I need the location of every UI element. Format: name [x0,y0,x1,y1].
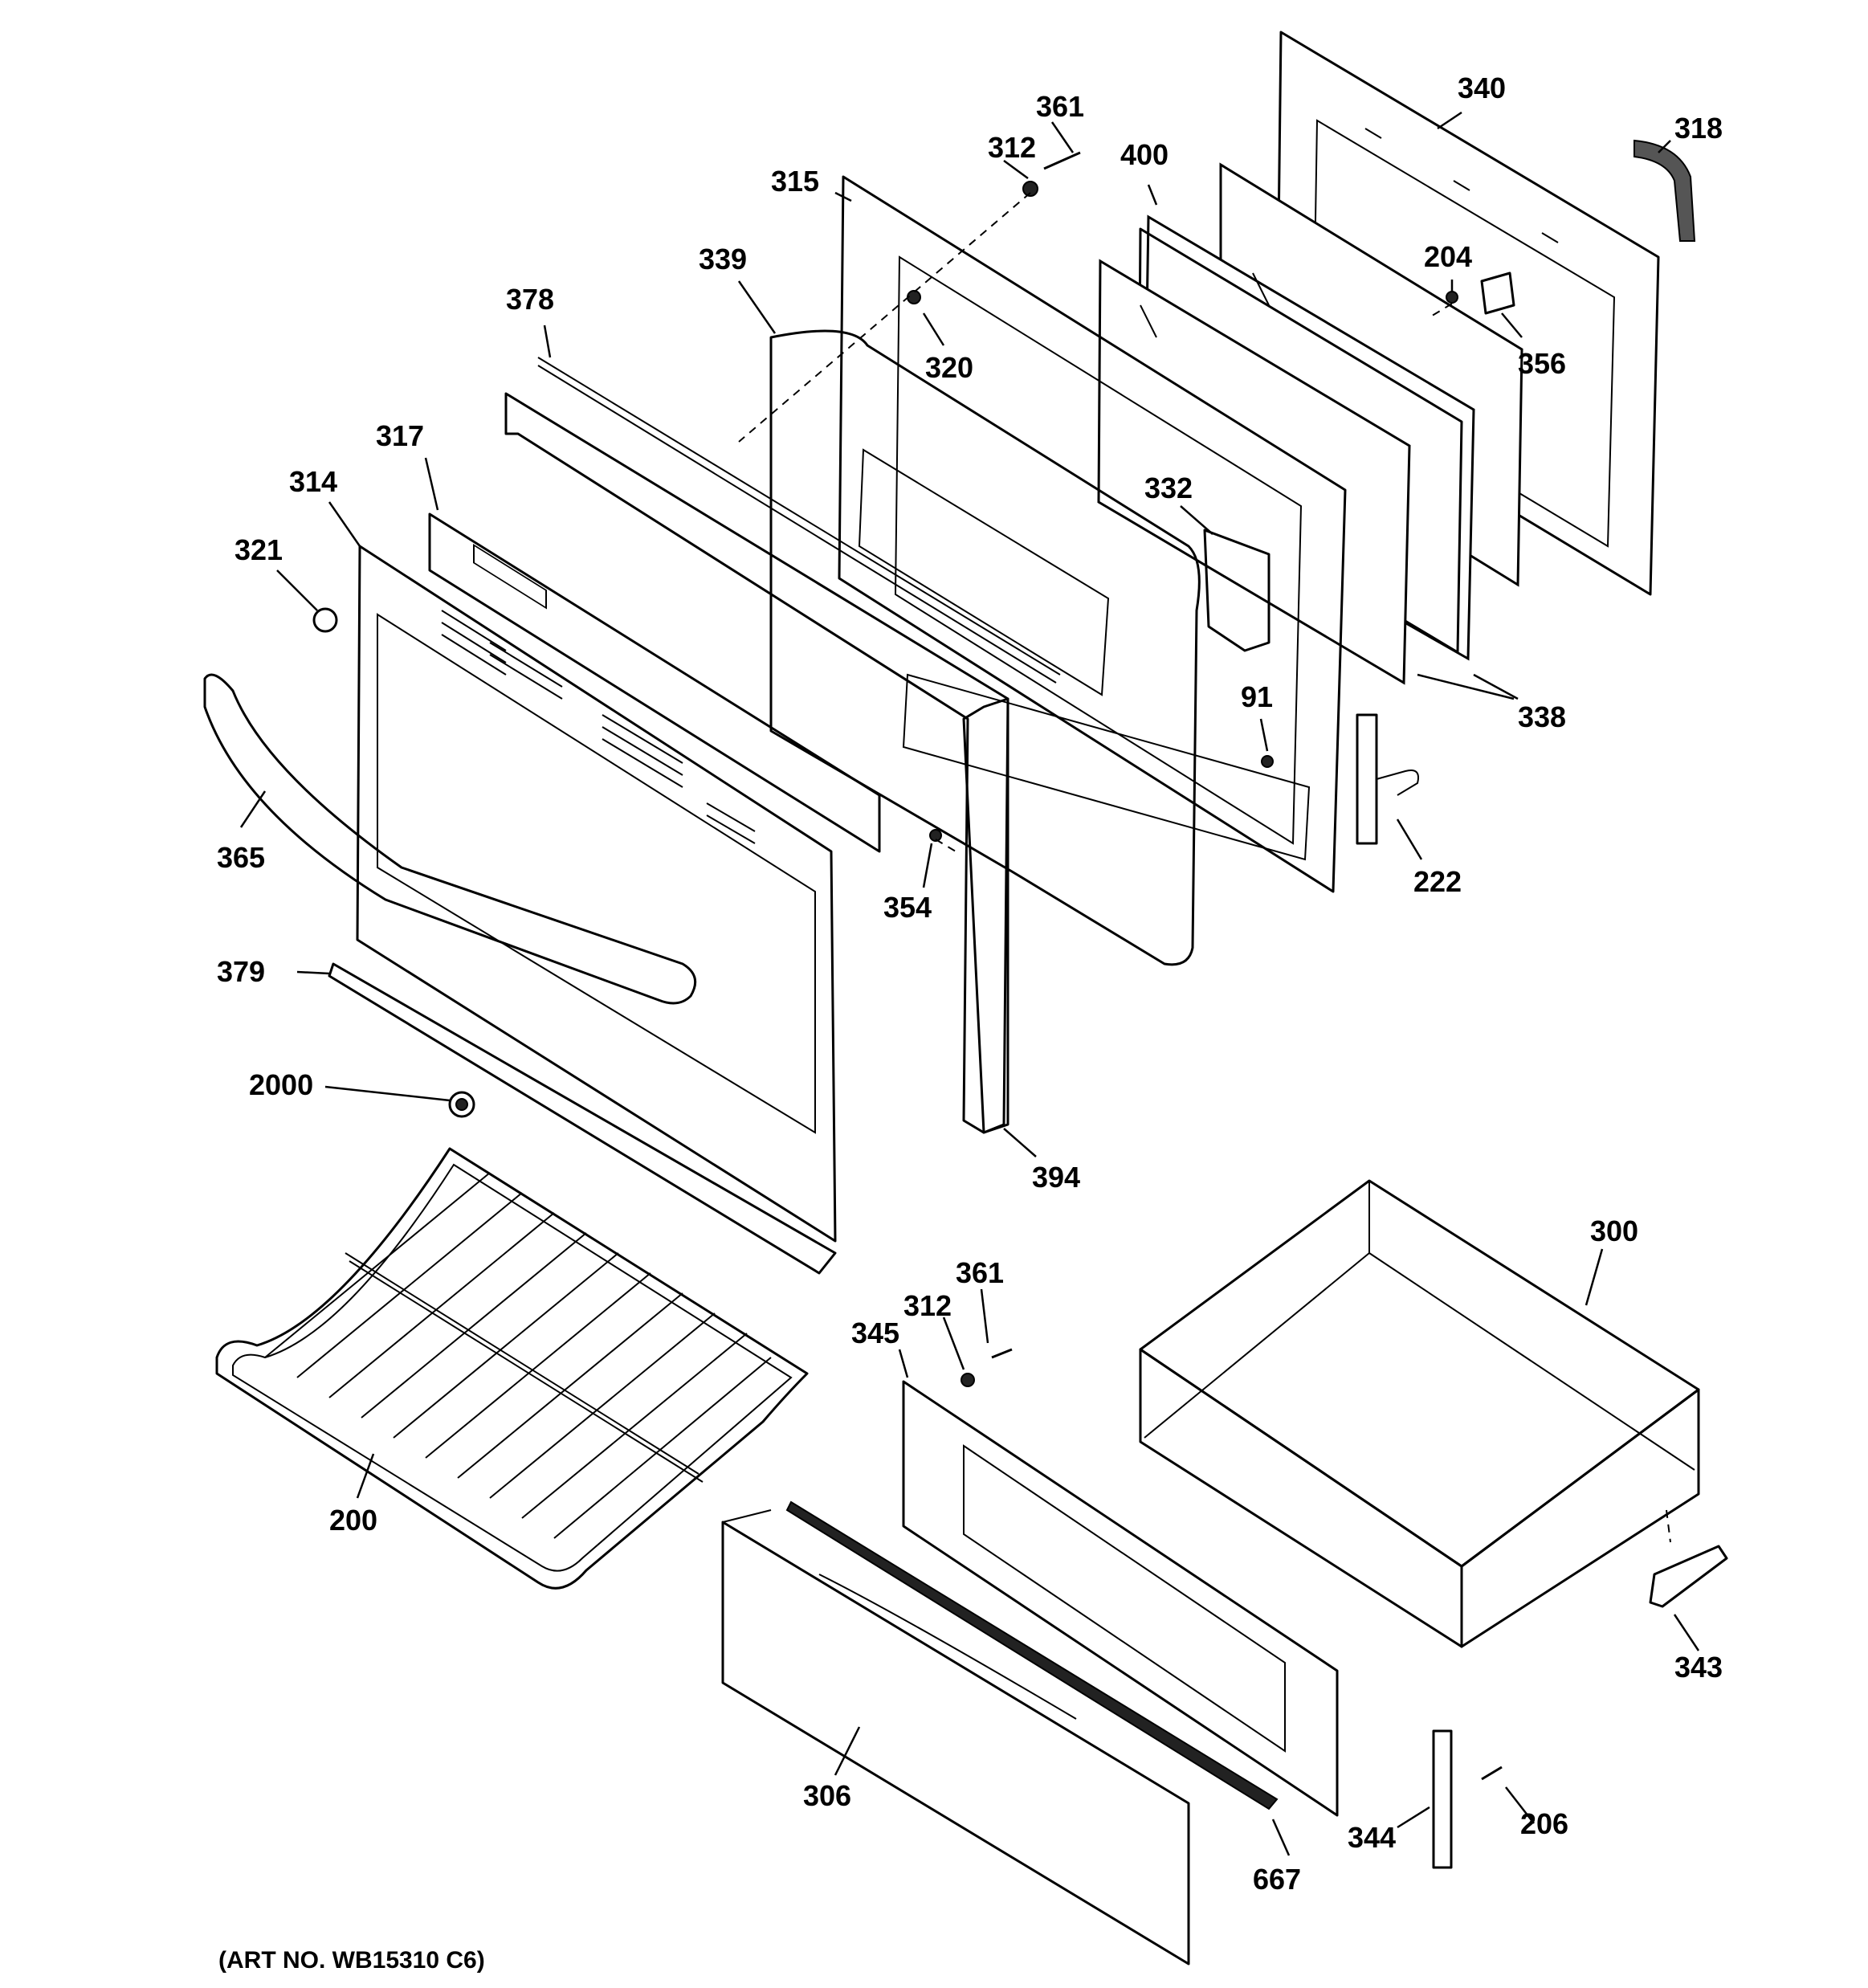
callout-318: 318 [1674,112,1723,145]
callout-378: 378 [506,283,554,316]
door-plug [448,1091,475,1118]
callout-2000: 2000 [249,1068,313,1101]
door-hinge [1356,713,1419,845]
drawer-box [1139,1179,1700,1648]
callout-339: 339 [699,243,747,276]
callout-204: 204 [1424,240,1472,273]
callout-314: 314 [289,465,337,498]
vent-plate [428,512,881,853]
callout-222: 222 [1413,865,1462,898]
callout-317: 317 [376,419,424,452]
callout-321: 321 [235,533,283,566]
drawer-slide [1432,1729,1453,1869]
callout-356: 356 [1518,347,1566,380]
door-gasket [1633,139,1696,242]
door-inner-frame [838,175,1347,893]
drawer-front [721,1509,1190,1966]
callout-344: 344 [1348,1821,1396,1854]
callout-312-top: 312 [988,131,1036,164]
drawer-front-panel [902,1380,1339,1817]
callout-320: 320 [925,351,973,384]
callout-400: 400 [1120,138,1169,171]
assembly-guide-lines [738,192,1671,1543]
callout-379: 379 [217,955,265,988]
callout-343: 343 [1674,1651,1723,1684]
callout-361-bottom: 361 [956,1256,1004,1289]
callout-361-top: 361 [1036,90,1084,123]
art-number: (ART NO. WB15310 C6) [218,1947,485,1974]
callout-338: 338 [1518,700,1566,733]
door-glass-assembly [1097,162,1523,685]
callout-365: 365 [217,841,265,874]
callout-91: 91 [1241,680,1273,713]
door-bracket [1203,529,1270,652]
door-frame-trim [504,357,1061,1134]
callout-206: 206 [1520,1807,1568,1840]
outer-door-panel [356,545,837,1243]
oven-rack [215,1147,809,1590]
callout-300: 300 [1590,1214,1638,1247]
lower-door-trim [328,962,837,1275]
callout-394: 394 [1032,1161,1080,1194]
callout-354: 354 [883,891,932,924]
door-handle [203,673,697,1005]
callout-306: 306 [803,1779,851,1812]
callout-332: 332 [1144,471,1193,504]
callout-340: 340 [1458,71,1506,104]
fasteners [312,151,1515,1781]
leader-lines [239,111,1700,1856]
callout-labels: 361 312 315 400 340 318 339 204 356 378 … [217,71,1723,1896]
callout-315: 315 [771,165,819,198]
drawer-gasket-strip [785,1500,1279,1810]
callout-200: 200 [329,1504,377,1537]
callout-667: 667 [1253,1863,1301,1896]
door-liner [769,329,1201,966]
callout-345: 345 [851,1316,899,1349]
drawer-handle-bracket [1649,1545,1728,1608]
callout-312-bottom: 312 [903,1289,952,1322]
